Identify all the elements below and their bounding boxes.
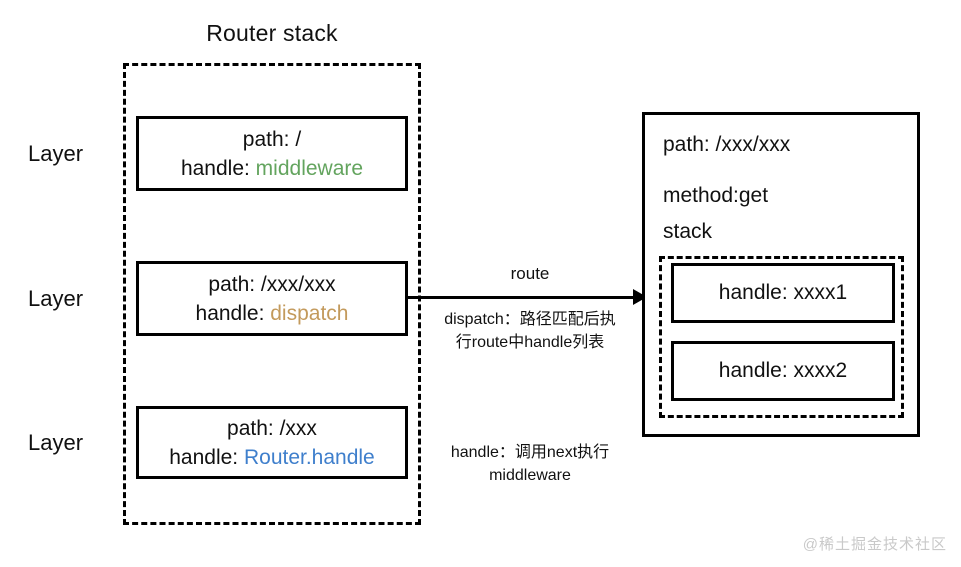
route-arrow-line xyxy=(408,296,636,299)
layer-path-text: path: / xyxy=(242,127,302,151)
layer-handle-line: handle: Router.handle xyxy=(169,443,375,472)
watermark: @稀土掘金技术社区 xyxy=(802,536,947,553)
handle-annotation-line-2: middleware xyxy=(489,467,571,484)
layer-box-dispatch[interactable]: path: /xxx/xxx handle: dispatch xyxy=(136,261,408,336)
layer-handle-prefix: handle: xyxy=(169,445,244,469)
layer-handle-value-router-handle: Router.handle xyxy=(243,445,375,469)
route-stack-dashed-container xyxy=(659,256,904,418)
layer-handle-value-middleware: middleware xyxy=(255,156,364,180)
page-title: Router stack xyxy=(206,20,338,46)
route-arrow-label: route xyxy=(510,264,550,283)
layer-handle-value-dispatch: dispatch xyxy=(270,301,349,325)
handle-annotation: handle：调用next执行 middleware xyxy=(418,441,642,487)
route-method-text: method:get xyxy=(663,184,769,207)
layer-box-router-handle[interactable]: path: /xxx handle: Router.handle xyxy=(136,406,408,479)
layer-path-text: path: /xxx xyxy=(227,416,317,440)
dispatch-annotation-line-1: dispatch：路径匹配后执 xyxy=(444,311,616,328)
dispatch-annotation: dispatch：路径匹配后执 行route中handle列表 xyxy=(418,308,642,354)
layer-handle-line: handle: dispatch xyxy=(196,299,349,328)
layer-path-text: path: /xxx/xxx xyxy=(208,272,336,296)
layer-label-3: Layer xyxy=(28,430,84,455)
route-stack-handle-2[interactable]: handle: xxxx2 xyxy=(671,341,895,401)
layer-label-2: Layer xyxy=(28,286,84,311)
layer-handle-line: handle: middleware xyxy=(181,154,363,183)
route-stack-label: stack xyxy=(663,220,713,243)
handle-annotation-line-1: handle：调用next执行 xyxy=(450,444,610,461)
layer-handle-prefix: handle: xyxy=(180,156,256,180)
dispatch-annotation-line-2: 行route中handle列表 xyxy=(455,334,605,351)
layer-box-middleware[interactable]: path: / handle: middleware xyxy=(136,116,408,191)
router-stack-container xyxy=(123,63,421,525)
layer-label-1: Layer xyxy=(28,141,84,166)
route-stack-handle-1[interactable]: handle: xxxx1 xyxy=(671,263,895,323)
route-path-text: path: /xxx/xxx xyxy=(663,133,791,156)
layer-handle-prefix: handle: xyxy=(195,301,271,325)
